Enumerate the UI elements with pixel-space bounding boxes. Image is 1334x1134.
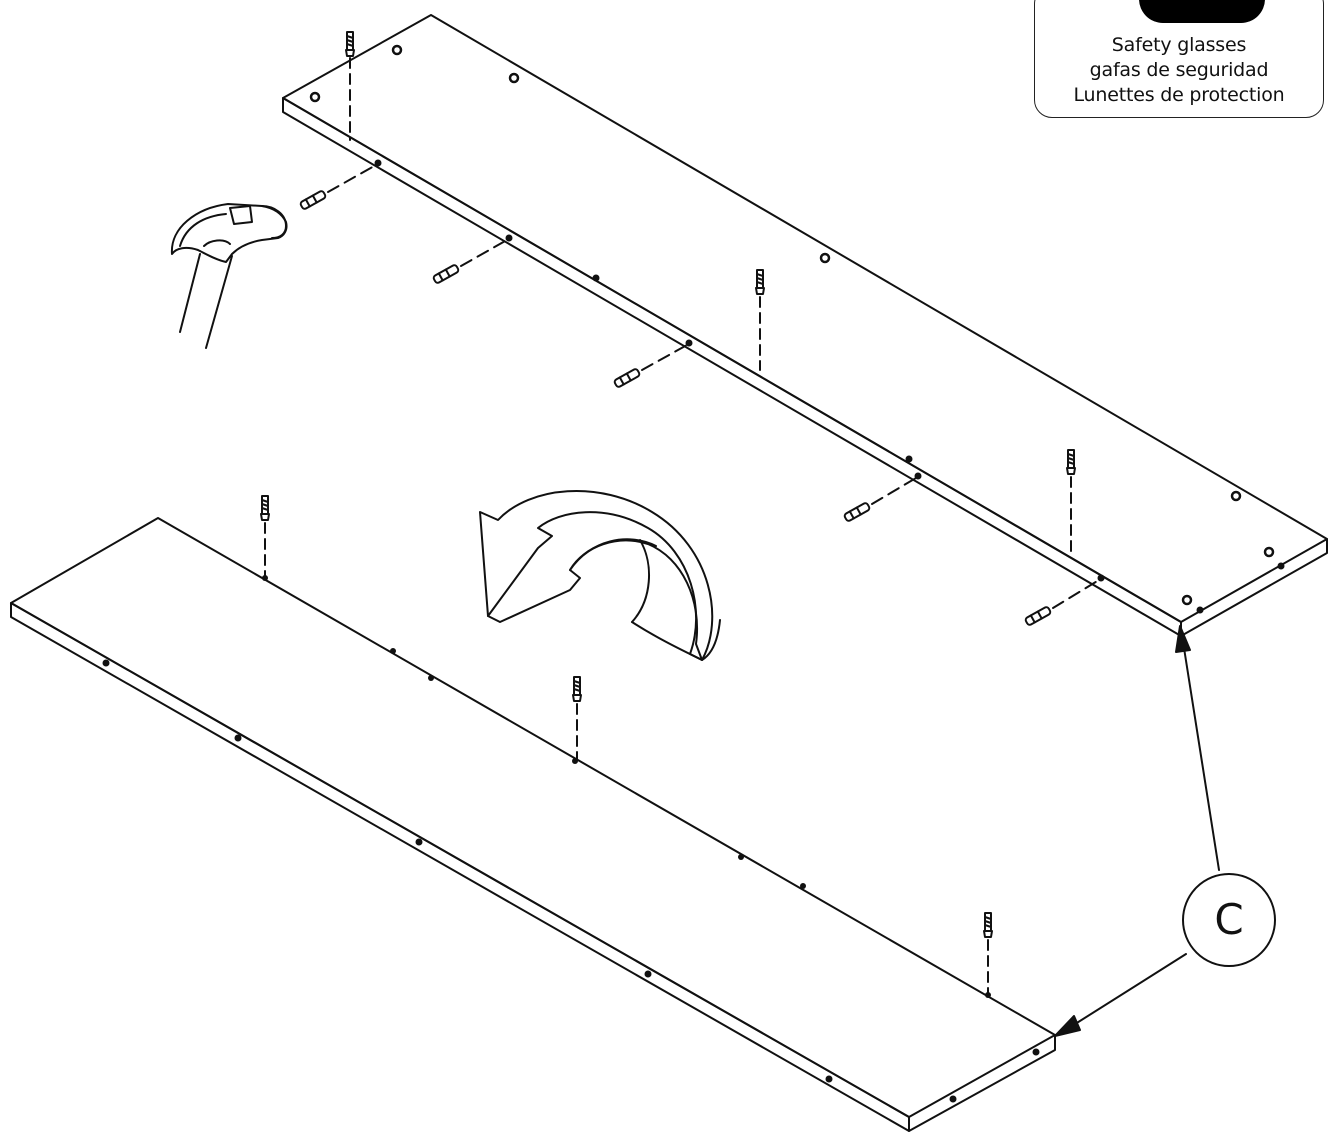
part-callout-c: C	[1182, 873, 1276, 967]
dowel-icon	[299, 164, 1100, 626]
bottom-panel-edge-holes	[102, 575, 1040, 1103]
top-panel-holes	[374, 159, 1285, 614]
safety-notice-text: Safety glasses gafas de seguridad Lunett…	[1035, 33, 1323, 108]
screw-icon	[260, 31, 1076, 995]
callout-leader-lines	[1054, 625, 1220, 1037]
rotate-arrow-icon	[479, 490, 721, 661]
safety-line-fr: Lunettes de protection	[1073, 84, 1285, 106]
safety-notice: Safety glasses gafas de seguridad Lunett…	[1034, 0, 1324, 118]
safety-glasses-icon	[1139, 0, 1265, 23]
safety-line-es: gafas de seguridad	[1089, 59, 1269, 81]
safety-line-en: Safety glasses	[1111, 34, 1247, 56]
top-panel-face-holes	[309, 44, 1275, 606]
bottom-panel	[10, 517, 1056, 1132]
part-callout-label: C	[1214, 895, 1244, 944]
top-panel	[282, 14, 1328, 637]
hammer-icon	[170, 203, 288, 349]
